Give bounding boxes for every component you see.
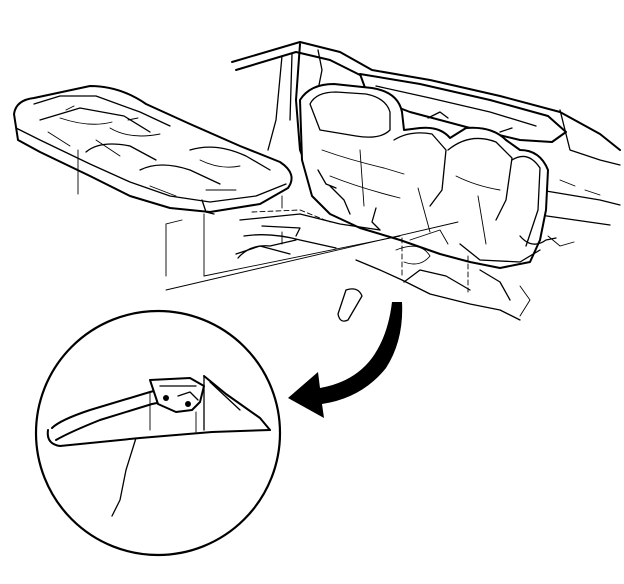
rear-seat-cushion	[13, 85, 293, 215]
detail-magnifier	[34, 309, 282, 557]
rear-seat-back	[299, 83, 557, 269]
seat-cushion-retainer	[237, 225, 301, 259]
leader-line	[77, 149, 459, 291]
callout-arrow	[288, 302, 403, 418]
floor-pan	[235, 213, 575, 322]
hidden-detail-outline	[251, 209, 469, 293]
